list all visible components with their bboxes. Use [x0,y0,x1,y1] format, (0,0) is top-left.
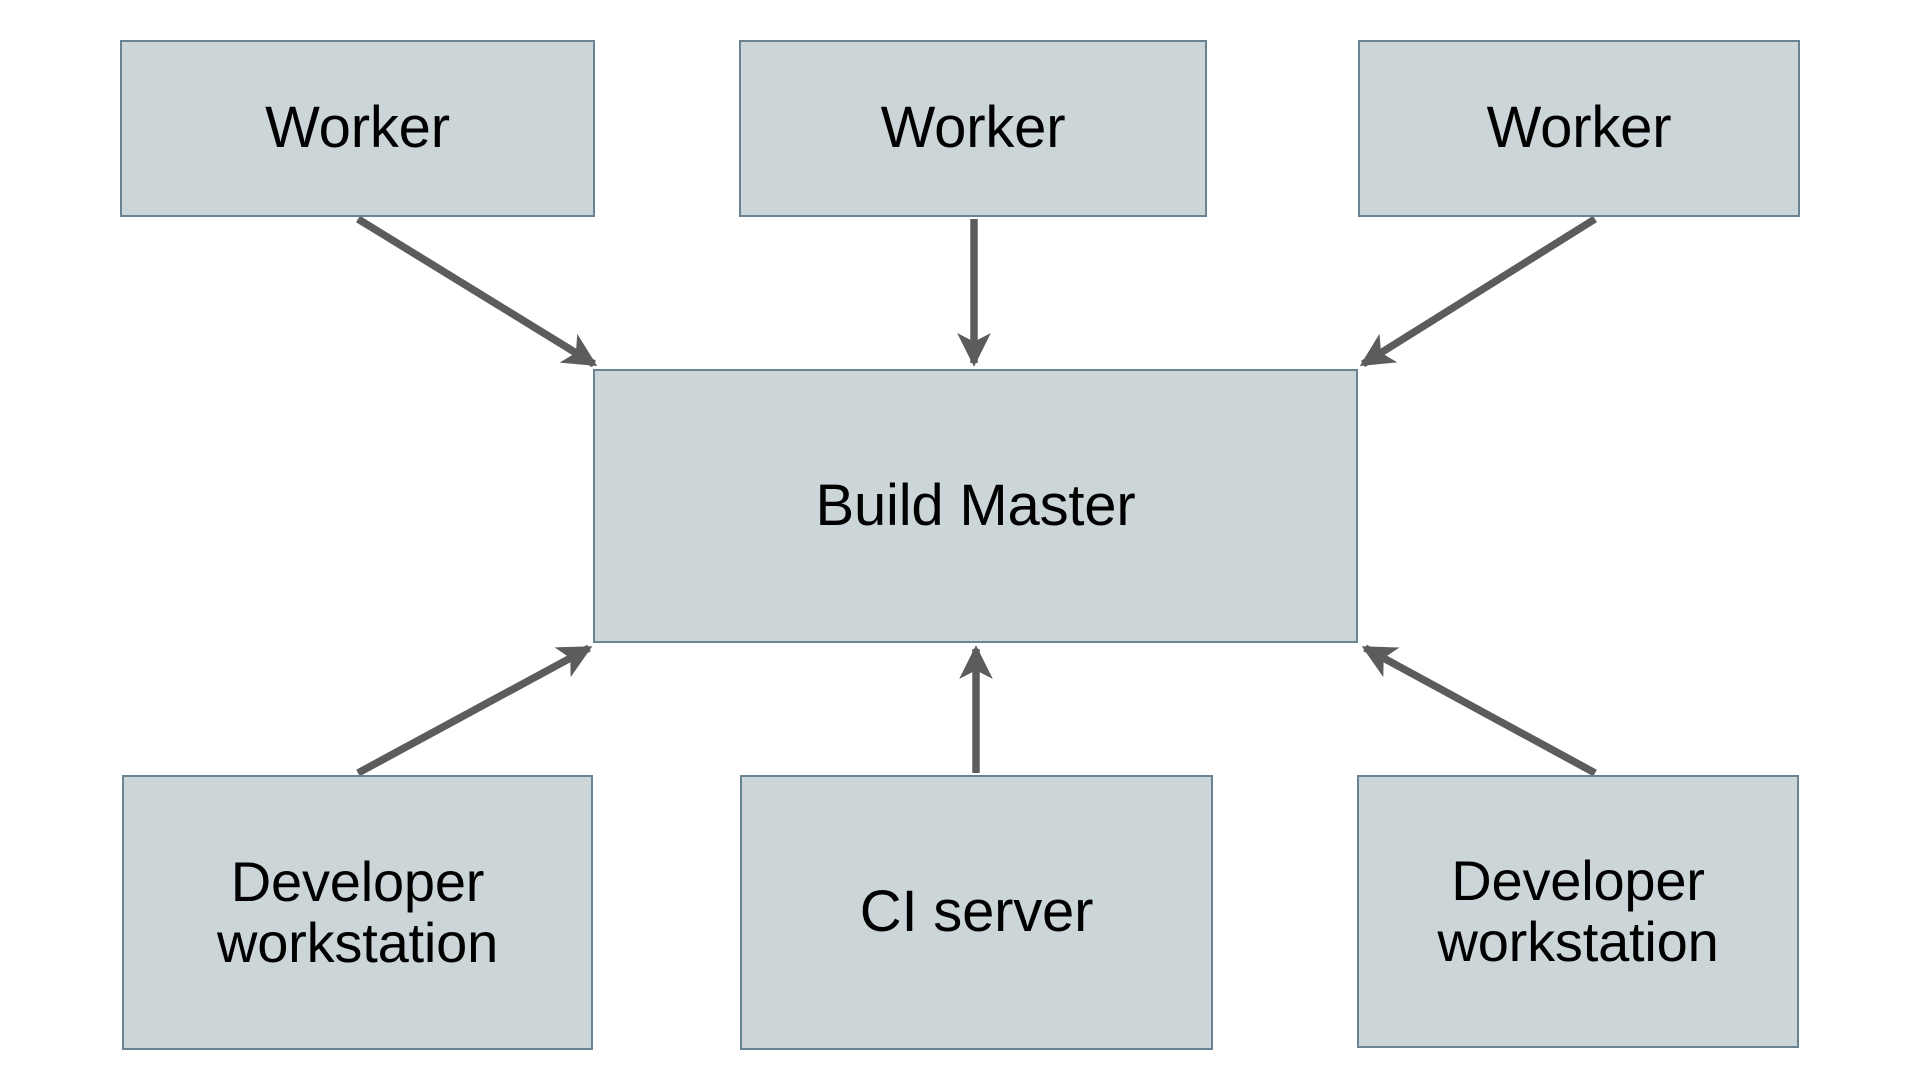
node-label: Developer workstation [1437,849,1719,973]
node-build-master[interactable]: Build Master [593,369,1358,643]
node-label: CI server [859,879,1094,945]
edge-dev-ws-right-to-master [1361,644,1597,777]
node-worker-left[interactable]: Worker [120,40,595,217]
node-worker-right[interactable]: Worker [1358,40,1800,217]
node-ci-server[interactable]: CI server [740,775,1213,1050]
node-label: Developer workstation [216,850,499,974]
edge-worker-right-to-master [1359,215,1597,368]
node-dev-workstation-right[interactable]: Developer workstation [1357,775,1799,1048]
edge-worker-left-to-master [356,215,598,368]
node-label: Worker [265,95,450,161]
node-label: Worker [1486,95,1672,161]
node-worker-center[interactable]: Worker [739,40,1207,217]
edge-dev-ws-left-to-master [356,644,593,777]
node-dev-workstation-left[interactable]: Developer workstation [122,775,593,1050]
node-label: Build Master [815,472,1136,538]
node-label: Worker [880,95,1066,161]
